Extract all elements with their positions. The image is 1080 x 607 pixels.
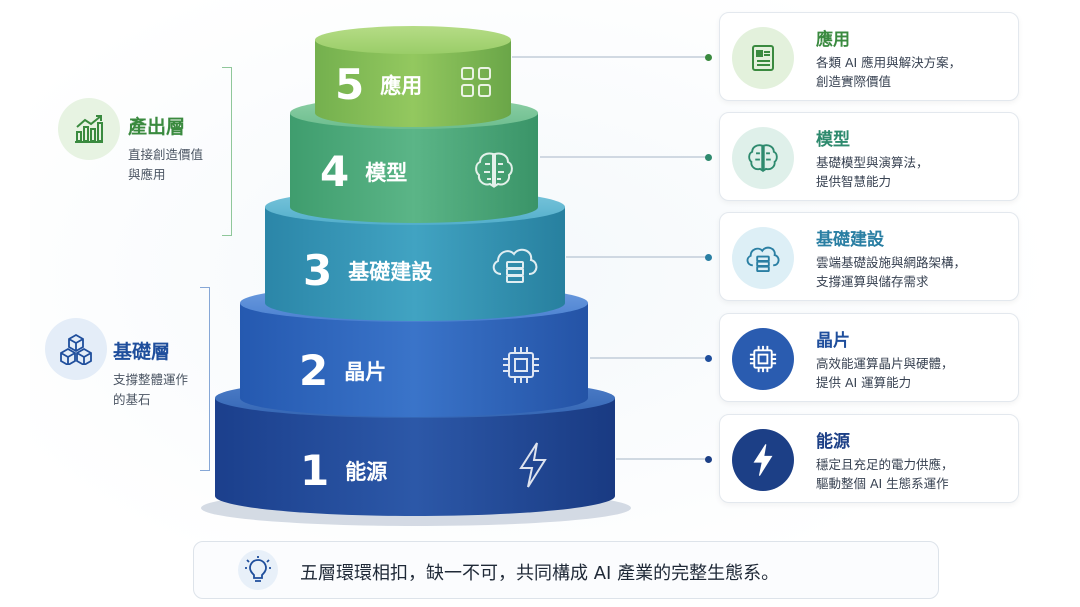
- output-layer-desc-line: 與應用: [128, 167, 166, 182]
- card-application-desc: 各類 AI 應用與解決方案， 創造實際價值: [816, 53, 961, 91]
- connector-lines: [512, 56, 711, 460]
- foundation-layer-bracket: [200, 287, 210, 471]
- tier-1-number: 1: [300, 446, 330, 495]
- tier-5-label: 5 應用: [335, 64, 422, 106]
- tier-1-label: 1 能源: [300, 450, 387, 492]
- card-energy-title: 能源: [816, 432, 850, 452]
- cloud-server-icon: [732, 227, 794, 289]
- card-desc-line: 提供智慧能力: [816, 174, 892, 189]
- card-desc-line: 雲端基礎設施與網路架構，: [816, 255, 967, 270]
- tier-5-number: 5: [335, 60, 365, 109]
- connector-dot-3: [705, 254, 712, 261]
- card-energy: 能源 穩定且充足的電力供應， 驅動整個 AI 生態系運作: [719, 414, 1019, 503]
- card-model-desc: 基礎模型與演算法， 提供智慧能力: [816, 153, 929, 191]
- tier-3-name: 基礎建設: [348, 260, 433, 284]
- tier-1-name: 能源: [345, 460, 388, 484]
- card-desc-line: 各類 AI 應用與解決方案，: [816, 55, 962, 70]
- cubes-icon: [45, 318, 107, 380]
- connector-dot-4: [705, 154, 712, 161]
- card-infrastructure-desc: 雲端基礎設施與網路架構， 支撐運算與儲存需求: [816, 253, 966, 291]
- card-model: 模型 基礎模型與演算法， 提供智慧能力: [719, 112, 1019, 201]
- connector-dot-5: [705, 54, 712, 61]
- card-desc-line: 支撐運算與儲存需求: [816, 274, 929, 289]
- card-chip: 晶片 高效能運算晶片與硬體， 提供 AI 運算能力: [719, 313, 1019, 402]
- foundation-layer-desc-line: 支撐整體運作: [113, 372, 189, 387]
- tier-2-number: 2: [299, 346, 329, 395]
- card-model-title: 模型: [816, 130, 850, 150]
- chip-icon: [732, 328, 794, 390]
- tier-4-number: 4: [320, 147, 350, 196]
- card-energy-desc: 穩定且充足的電力供應， 驅動整個 AI 生態系運作: [816, 455, 954, 493]
- tier-4-label: 4 模型: [320, 151, 407, 193]
- tier-2-label: 2 晶片: [299, 350, 386, 392]
- app-window-icon: [732, 27, 794, 89]
- cloud-server-icon: [488, 240, 542, 288]
- card-infrastructure: 基礎建設 雲端基礎設施與網路架構， 支撐運算與儲存需求: [719, 212, 1019, 301]
- foundation-layer-desc: 支撐整體運作 的基石: [113, 370, 188, 410]
- card-application: 應用 各類 AI 應用與解決方案， 創造實際價值: [719, 12, 1019, 101]
- card-desc-line: 驅動整個 AI 生態系運作: [816, 476, 949, 491]
- tier-3-number: 3: [303, 246, 333, 295]
- tier-5-name: 應用: [380, 74, 423, 98]
- tier-5-cylinder: [315, 26, 511, 127]
- output-layer-title: 產出層: [128, 116, 186, 138]
- card-desc-line: 提供 AI 運算能力: [816, 375, 912, 390]
- card-infrastructure-title: 基礎建設: [816, 230, 884, 250]
- chip-icon: [498, 342, 544, 388]
- tier-4-name: 模型: [365, 161, 408, 185]
- bar-chart-growth-icon: [58, 98, 120, 160]
- card-desc-line: 穩定且充足的電力供應，: [816, 457, 954, 472]
- card-chip-desc: 高效能運算晶片與硬體， 提供 AI 運算能力: [816, 354, 954, 392]
- grid-icon: [456, 62, 496, 102]
- brain-icon: [732, 127, 794, 189]
- card-desc-line: 高效能運算晶片與硬體，: [816, 356, 954, 371]
- foundation-layer-desc-line: 的基石: [113, 392, 151, 407]
- lightning-icon: [513, 440, 553, 490]
- output-layer-desc-line: 直接創造價值: [128, 147, 204, 162]
- tier-3-label: 3 基礎建設: [303, 250, 432, 292]
- brain-icon: [470, 146, 518, 194]
- connector-dot-1: [705, 456, 712, 463]
- output-layer-desc: 直接創造價值 與應用: [128, 145, 203, 185]
- card-application-title: 應用: [816, 30, 850, 50]
- tier-2-name: 晶片: [344, 360, 387, 384]
- lightning-icon: [732, 429, 794, 491]
- output-layer-bracket: [222, 67, 232, 236]
- card-desc-line: 基礎模型與演算法，: [816, 155, 929, 170]
- summary-text: 五層環環相扣，缺一不可，共同構成 AI 產業的完整生態系。: [300, 563, 780, 584]
- connector-dot-2: [705, 355, 712, 362]
- summary-banner: 五層環環相扣，缺一不可，共同構成 AI 產業的完整生態系。: [193, 541, 939, 599]
- foundation-layer-title: 基礎層: [113, 341, 171, 363]
- card-chip-title: 晶片: [816, 331, 850, 351]
- card-desc-line: 創造實際價值: [816, 74, 892, 89]
- lightbulb-icon: [238, 550, 278, 590]
